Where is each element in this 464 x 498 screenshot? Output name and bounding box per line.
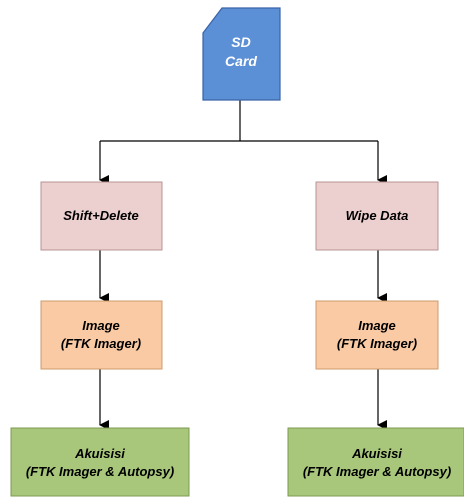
right-acquisition-box — [287, 427, 464, 497]
shift-delete-label: Shift+Delete — [63, 208, 139, 223]
right-acquisition-label-line2: (FTK Imager & Autopsy) — [303, 464, 451, 479]
right-image-box — [315, 300, 439, 370]
wipe-data-label: Wipe Data — [346, 208, 409, 223]
sd-card-label-line2: Card — [225, 53, 257, 69]
wipe-data-box — [315, 181, 439, 251]
left-acquisition-label-line1: Akuisisi — [74, 446, 125, 461]
right-image-label-line1: Image — [358, 318, 396, 333]
shift-delete-node: Shift+Delete — [40, 181, 163, 251]
right-image-label-line2: (FTK Imager) — [337, 336, 417, 351]
left-acquisition-box — [10, 427, 190, 497]
sd-card-label-line1: SD — [231, 34, 250, 50]
left-acquisition-node: Akuisisi (FTK Imager & Autopsy) — [10, 427, 190, 497]
right-image-node: Image (FTK Imager) — [315, 300, 439, 370]
left-image-label-line1: Image — [82, 318, 120, 333]
wipe-data-node: Wipe Data — [315, 181, 439, 251]
right-acquisition-label-line1: Akuisisi — [351, 446, 402, 461]
right-acquisition-node: Akuisisi (FTK Imager & Autopsy) — [287, 427, 464, 497]
left-image-node: Image (FTK Imager) — [40, 300, 163, 370]
left-acquisition-label-line2: (FTK Imager & Autopsy) — [26, 464, 174, 479]
sd-card-shape — [202, 7, 281, 101]
shift-delete-box — [40, 181, 163, 251]
sd-card-node: SD Card — [202, 7, 281, 101]
connectors — [99, 100, 387, 430]
left-image-box — [40, 300, 163, 370]
left-image-label-line2: (FTK Imager) — [61, 336, 141, 351]
